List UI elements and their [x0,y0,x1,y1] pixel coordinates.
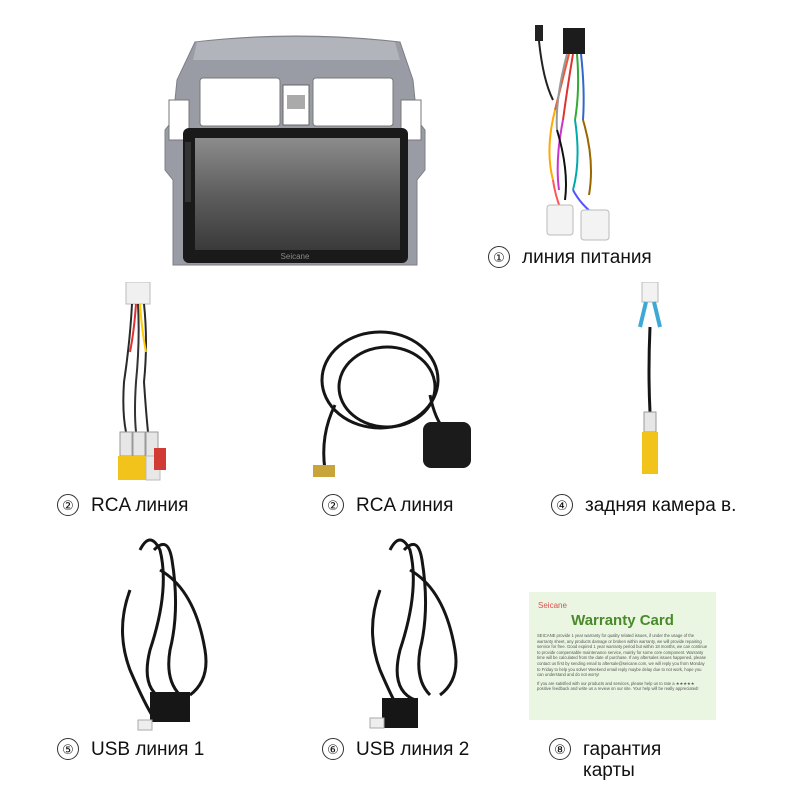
caption-label: гарантия [583,739,662,760]
item-number: ② [322,494,344,516]
rear-camera-cable-image [638,282,662,474]
caption-rear-camera: ④ задняя камера в. [551,494,736,517]
usb-cable-2-image [369,538,458,729]
caption-power-line: ① линия питания [488,246,652,269]
item-number: ② [57,494,79,516]
caption-warranty-card: ⑧ гарантия [549,738,661,761]
caption-usb-line-2: ⑥ USB линия 2 [322,738,469,761]
caption-label: карты [583,760,635,781]
warranty-card-text: SEICANE provide 1 year warranty for qual… [537,633,708,678]
warranty-card: Seicane Warranty Card SEICANE provide 1 … [529,592,716,720]
caption-label: RCA линия [356,495,454,516]
caption-label: USB линия 2 [356,739,470,760]
item-number: ⑤ [57,738,79,760]
power-harness-image [535,25,610,241]
caption-rca-line-1: ② RCA линия [57,494,188,517]
caption-label: задняя камера в. [585,495,737,516]
warranty-card-title: Warranty Card [571,612,674,629]
caption-label: USB линия 1 [91,739,205,760]
caption-label: RCA линия [91,495,189,516]
usb-cable-1-image [121,538,208,731]
item-number: ① [488,246,510,268]
caption-rca-line-2: ② RCA линия [322,494,453,517]
item-number: ⑧ [549,738,571,760]
caption-usb-line-1: ⑤ USB линия 1 [57,738,204,761]
item-number: ④ [551,494,573,516]
warranty-card-text-2: If you are satisfied with our products a… [537,680,699,692]
caption-label: линия питания [522,247,652,268]
gps-antenna-image [313,330,471,477]
caption-warranty-card-line-2: карты [583,760,635,782]
head-unit-logo: Seicane [281,252,310,261]
rca-cable-image [118,282,166,481]
head-unit-image: Seicane [164,35,426,266]
item-number: ⑥ [322,738,344,760]
warranty-card-brand: Seicane [538,601,567,610]
